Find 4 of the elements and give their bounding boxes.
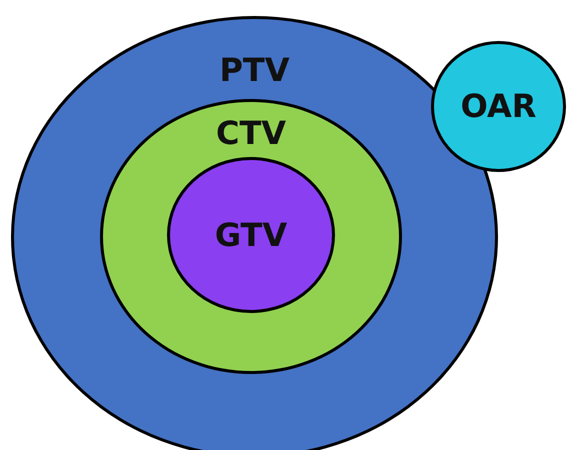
volume-label: CTV [214,117,288,149]
volume-label: PTV [218,54,291,86]
volume-label: OAR [460,90,538,122]
volume-label: GTV [214,219,288,251]
